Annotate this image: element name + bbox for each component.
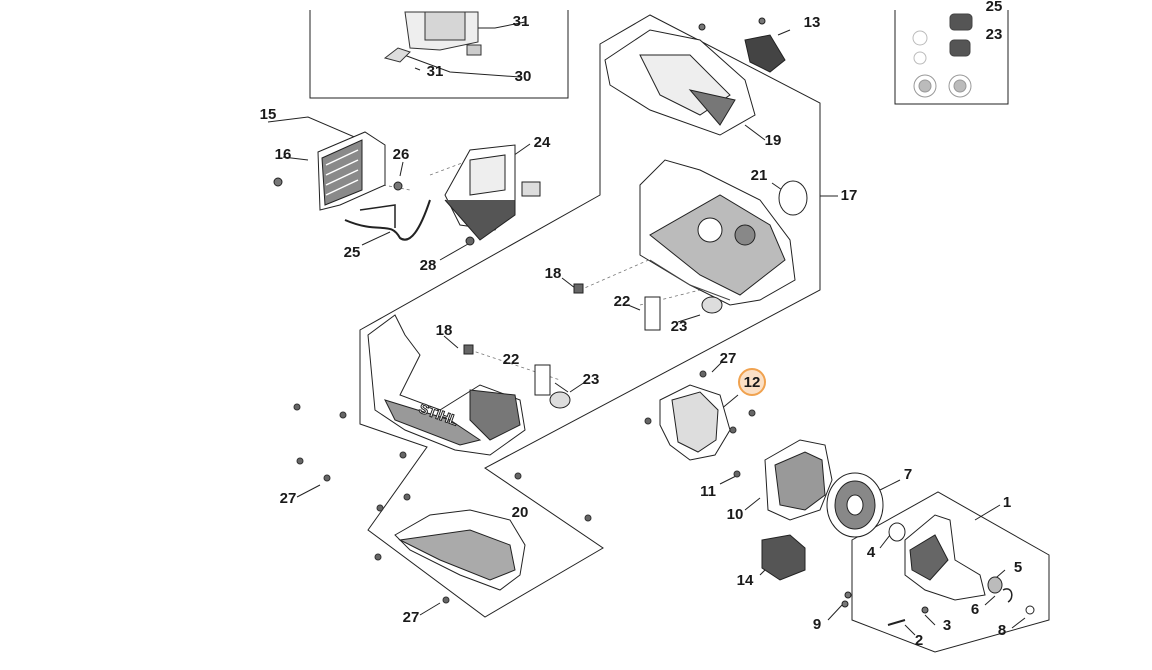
callout-label[interactable]: 4 (866, 544, 876, 561)
callout-label[interactable]: 24 (533, 134, 551, 151)
frame-top-left (309, 10, 569, 99)
callout-label[interactable]: 28 (419, 257, 437, 274)
callout-label[interactable]: 17 (840, 187, 858, 204)
callout-label[interactable]: 23 (670, 318, 688, 335)
callout-label[interactable]: 14 (736, 572, 754, 589)
callout-label[interactable]: 30 (514, 68, 532, 85)
callout-label[interactable]: 5 (1013, 559, 1023, 576)
callout-label[interactable]: 27 (719, 350, 737, 367)
highlighted-callout-12[interactable]: 12 (738, 368, 766, 396)
callout-label[interactable]: 1 (1002, 494, 1012, 511)
callout-label[interactable]: 20 (511, 504, 529, 521)
callout-label[interactable]: 13 (803, 14, 821, 31)
callout-label[interactable]: 31 (512, 13, 530, 30)
callout-label[interactable]: 15 (259, 106, 277, 123)
callout-label[interactable]: 8 (997, 622, 1007, 639)
callout-label[interactable]: 22 (613, 293, 631, 310)
frame-top-right (894, 10, 1009, 105)
callout-label[interactable]: 10 (726, 506, 744, 523)
callout-label[interactable]: 2 (914, 632, 924, 649)
callout-label[interactable]: 11 (700, 483, 716, 500)
callout-label[interactable]: 18 (435, 322, 453, 339)
callout-label[interactable]: 16 (274, 146, 292, 163)
callout-label[interactable]: 19 (764, 132, 782, 149)
callout-label[interactable]: 31 (426, 63, 444, 80)
callout-label[interactable]: 6 (970, 601, 980, 618)
callout-label[interactable]: 27 (402, 609, 420, 626)
frame-crankcase (851, 491, 1050, 653)
callout-label[interactable]: 23 (582, 371, 600, 388)
frame-housing (359, 14, 821, 618)
callout-label[interactable]: 22 (502, 351, 520, 368)
callout-label[interactable]: 9 (812, 616, 822, 633)
callout-label[interactable]: 18 (544, 265, 562, 282)
callout-label[interactable]: 26 (392, 146, 410, 163)
callout-label[interactable]: 21 (750, 167, 768, 184)
callout-label[interactable]: 27 (279, 490, 297, 507)
callout-label[interactable]: 23 (985, 26, 1003, 43)
callout-label[interactable]: 25 (985, 0, 1003, 15)
callout-label[interactable]: 7 (903, 466, 913, 483)
callout-label[interactable]: 25 (343, 244, 361, 261)
callout-label[interactable]: 3 (942, 617, 952, 634)
